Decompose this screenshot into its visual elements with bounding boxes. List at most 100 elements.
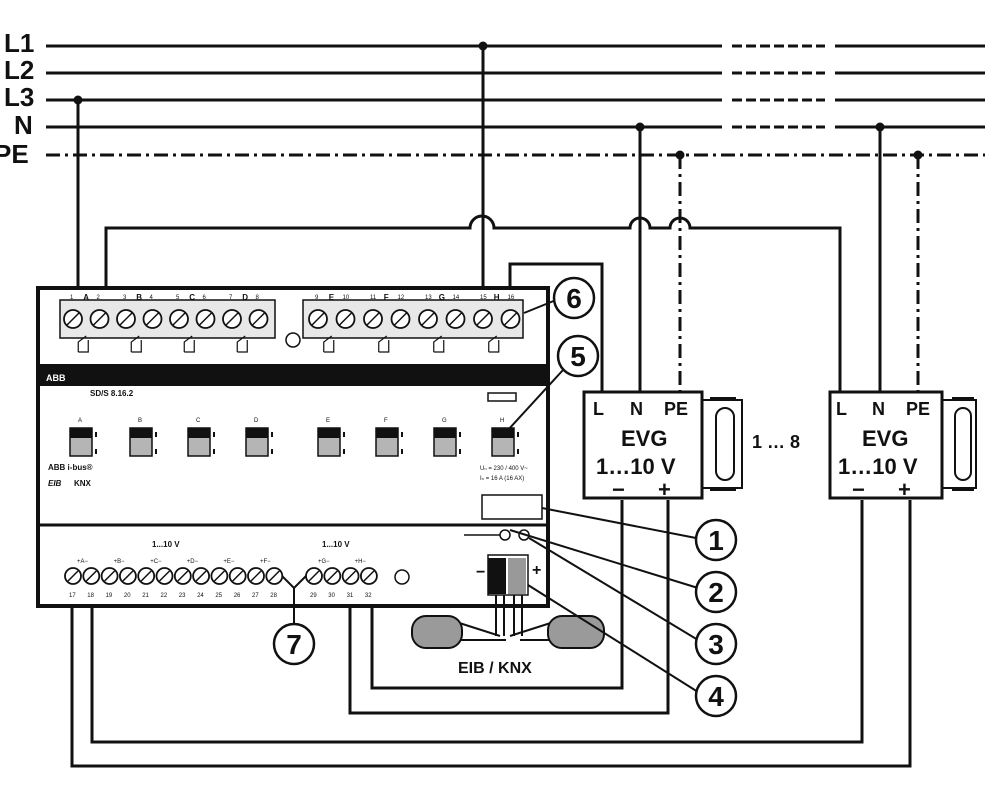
device-rating-1: Uₙ = 230 / 400 V~	[480, 466, 528, 472]
top-terminal-slot	[172, 312, 186, 326]
switch-channel-letter: F	[384, 418, 388, 424]
callout-6-number: 6	[566, 283, 582, 314]
bottom-terminal-slot	[308, 570, 320, 582]
channel-switch-top	[434, 428, 456, 438]
top-terminal-number: 8	[256, 295, 260, 301]
device-bus-logo: ABB i-bus®	[48, 463, 93, 472]
top-terminal-slot	[311, 312, 325, 326]
bottom-terminal-number: 18	[87, 593, 94, 599]
callout-5-number: 5	[570, 341, 586, 372]
evg-2-name: EVG	[862, 426, 908, 451]
bottom-terminal-number: 24	[197, 593, 204, 599]
device-brand: ABB	[46, 373, 66, 383]
channel-switch-top	[70, 428, 92, 438]
switch-mark-on	[155, 432, 157, 437]
wire-ctrl-evg2-plus	[70, 500, 912, 768]
bus-terminal: − +	[476, 554, 541, 596]
callout-3	[694, 622, 738, 666]
evg-2-lamp-wire	[942, 399, 977, 489]
top-terminal-slot	[66, 312, 80, 326]
callout-2	[694, 570, 738, 614]
bottom-terminal-number: 27	[252, 593, 259, 599]
bottom-terminal-slot	[140, 570, 152, 582]
top-terminal-slot	[225, 312, 239, 326]
top-terminal-number: 16	[508, 295, 515, 301]
evg-2-l: L	[836, 399, 847, 419]
callout-4	[694, 674, 738, 718]
channel-switch-top	[376, 428, 398, 438]
channel-switch-top	[246, 428, 268, 438]
bottom-terminal-slot	[213, 570, 225, 582]
callout-6-leader	[523, 299, 557, 314]
bottom-pair-letter: +G−	[318, 559, 330, 565]
programming-led	[499, 529, 511, 541]
wire-switched-l-evg1	[508, 262, 604, 392]
bottom-terminal-slot	[158, 570, 171, 582]
callout-3-number: 3	[708, 629, 724, 660]
device-band	[40, 364, 546, 386]
top-terminal-slot	[503, 312, 518, 326]
bottom-terminal-number: 19	[106, 593, 113, 599]
top-terminal-number: 9	[315, 295, 319, 301]
bottom-range-left: 1...10 V	[152, 540, 180, 549]
callout-3-leader	[528, 537, 699, 641]
bottom-terminal-slot	[195, 570, 207, 582]
callout-2-number: 2	[708, 577, 724, 608]
relay-contact-icon	[183, 335, 195, 353]
bottom-terminal-number: 21	[142, 593, 149, 599]
top-terminal-number: 14	[453, 295, 460, 301]
bottom-terminal-screws	[64, 567, 378, 585]
bottom-pair-letter: +H−	[355, 559, 367, 565]
relay-contact-icon	[77, 335, 89, 353]
bus-minus-sign: −	[476, 564, 485, 581]
callouts: 6 5 1 2 3 4 7	[272, 276, 738, 718]
evg-1-lamp-icon	[715, 407, 735, 481]
top-terminal-number: 5	[176, 295, 180, 301]
line-label-l2: L2	[4, 55, 34, 85]
bottom-terminal-number: 23	[179, 593, 186, 599]
bottom-terminal-slot	[363, 570, 375, 582]
switch-mark-off	[213, 449, 215, 454]
channel-switch-top	[318, 428, 340, 438]
line-label-n: N	[14, 110, 33, 140]
switch-channel-letter: C	[196, 418, 201, 424]
callout-7-number: 7	[286, 629, 302, 660]
evg-2-box	[828, 390, 944, 500]
switch-channel-letter: A	[78, 418, 82, 424]
bottom-pair-letter: +A−	[77, 559, 89, 565]
top-terminal-slot	[198, 312, 213, 326]
device-model: SD/S 8.16.2	[90, 389, 134, 398]
bottom-terminal-number: 17	[69, 593, 76, 599]
knx-cable-left	[411, 615, 463, 649]
top-terminal-slot	[145, 312, 160, 326]
line-label-l3: L3	[4, 82, 34, 112]
callout-5	[556, 334, 600, 378]
top-channel-letter: E	[329, 293, 335, 302]
callout-7	[272, 622, 316, 666]
evg-2-lamp-icon	[954, 407, 972, 481]
bottom-terminal-number: 28	[270, 593, 277, 599]
fuse-icon	[487, 392, 517, 402]
switch-mark-off	[401, 449, 403, 454]
top-terminal-slot	[119, 312, 133, 326]
switch-mark-on	[95, 432, 97, 437]
bottom-terminal-number: 30	[328, 593, 335, 599]
evg-2: L N PE EVG 1…10 V − +	[828, 390, 977, 502]
bottom-terminal-slot	[67, 570, 79, 582]
evg-1-lamp-wire	[702, 399, 743, 489]
evg-1-n: N	[630, 399, 643, 419]
device-rating-2: Iₙ = 16 A (16 AX)	[480, 476, 524, 482]
evg-1-box	[582, 390, 704, 500]
evg-1-l: L	[593, 399, 604, 419]
channel-switch-top	[492, 428, 514, 438]
switch-mark-off	[271, 449, 273, 454]
callout-4-number: 4	[708, 681, 724, 712]
bottom-terminal-number: 26	[234, 593, 241, 599]
wire-switched-l-evg2	[104, 214, 842, 392]
top-terminal-number: 13	[425, 295, 432, 301]
top-terminal-slot	[393, 312, 408, 326]
top-terminal-slot	[448, 312, 463, 326]
